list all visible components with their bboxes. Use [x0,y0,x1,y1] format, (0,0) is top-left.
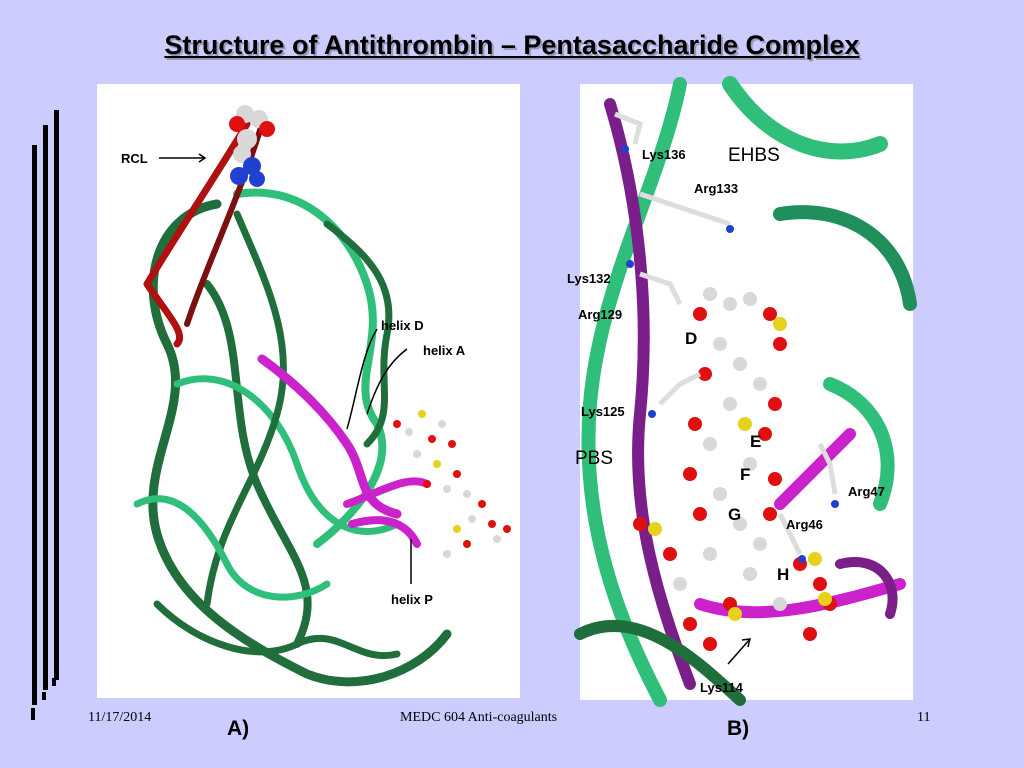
label-helix-a: helix A [423,343,466,358]
label-ring-e: E [750,432,762,451]
label-arg133: Arg133 [694,181,739,196]
label-ehbs: EHBS [728,145,780,166]
label-arg129: Arg129 [578,307,623,322]
label-lys125: Lys125 [581,404,625,419]
panel-b-binding-site-image: Lys136 EHBS Arg133 Lys132 Arg129 D Lys12… [567,76,917,707]
footer-page-number: 11 [917,710,931,725]
label-lys132: Lys132 [567,271,611,286]
label-helix-p: helix P [391,592,433,607]
label-lys114: Lys114 [700,680,743,695]
footer-date: 11/17/2014 [88,710,152,725]
label-arg47: Arg47 [848,484,885,499]
label-pbs: PBS [575,448,614,469]
label-ring-h: H [777,565,790,584]
antithrombin-ribbon-figure [133,105,511,687]
caption-b: B) [727,717,750,740]
label-helix-d: helix D [381,318,424,333]
caption-a: A) [227,717,250,740]
left-decorative-bars [31,110,59,720]
label-ring-d: D [685,329,698,348]
footer-course: MEDC 604 Anti-coagulants [400,710,558,725]
panel-a-structure-image: RCL helix D helix A helix P [97,84,520,698]
pentasaccharide-binding-figure [574,76,917,707]
label-ring-g: G [728,505,742,524]
label-ring-f: F [740,465,751,484]
label-arg46: Arg46 [786,517,823,532]
slide-title: Structure of Antithrombin – Pentasacchar… [164,30,860,60]
label-rcl: RCL [121,151,148,166]
label-lys136: Lys136 [642,147,686,162]
